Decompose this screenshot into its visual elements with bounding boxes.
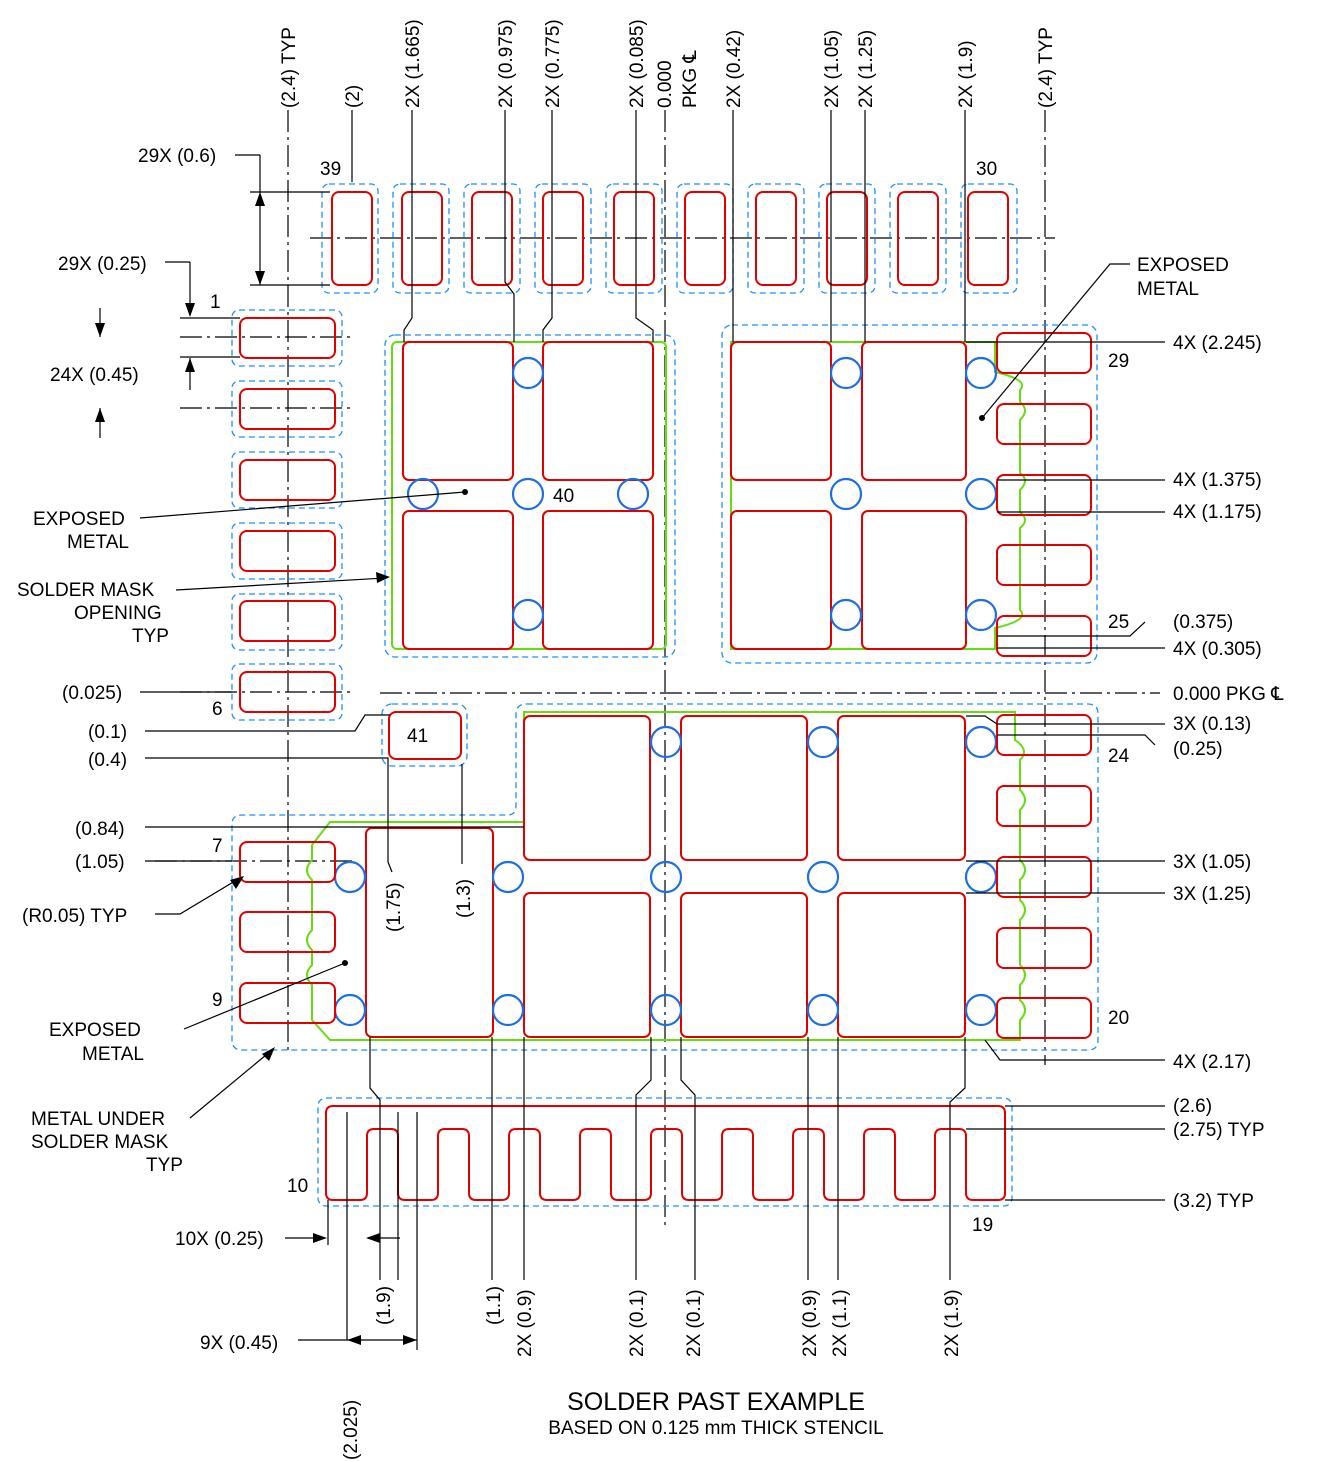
dim-left-1: 29X (0.6) xyxy=(138,146,216,167)
pin-6-label: 6 xyxy=(212,699,223,720)
dim-inner-1: (1.75) xyxy=(384,882,405,932)
dim-left-5: (0.1) xyxy=(88,722,127,743)
right-dimension-labels: 4X (2.245) 4X (1.375) 4X (1.175) (0.375)… xyxy=(1173,333,1284,1212)
dim-right-2: 4X (1.375) xyxy=(1173,470,1262,491)
dim-right-5: 4X (0.305) xyxy=(1173,639,1262,660)
note-metal-under-2: SOLDER MASK xyxy=(31,1132,169,1153)
thermal-pad-top-right xyxy=(721,324,1098,664)
dim-bottom-3: 9X (0.45) xyxy=(200,1333,278,1354)
dim-top-7: 0.000 xyxy=(655,60,676,108)
pin-7-label: 7 xyxy=(212,836,223,857)
dim-left-3: 24X (0.45) xyxy=(50,365,139,386)
note-exposed-metal-left-1: EXPOSED xyxy=(33,509,125,530)
dim-left-7: (0.84) xyxy=(75,819,125,840)
leader-lines xyxy=(95,110,1165,1350)
dim-right-11: 4X (2.17) xyxy=(1173,1052,1251,1073)
pin-24-label: 24 xyxy=(1108,746,1130,767)
drawing-title-block: SOLDER PAST EXAMPLE BASED ON 0.125 mm TH… xyxy=(548,1388,883,1439)
dim-top-2: (2) xyxy=(343,85,364,108)
dim-right-9: 3X (1.05) xyxy=(1173,852,1251,873)
dim-bottom-1: 10X (0.25) xyxy=(175,1229,264,1250)
note-metal-under-3: TYP xyxy=(146,1155,183,1176)
dim-top-10: 2X (1.25) xyxy=(856,30,877,108)
note-exposed-metal-left-2: METAL xyxy=(67,532,129,553)
note-solder-mask-1: SOLDER MASK xyxy=(17,580,155,601)
pin-30-label: 30 xyxy=(976,159,997,180)
pin-10-label: 10 xyxy=(287,1176,308,1197)
inner-dimension-labels: (1.75) (1.3) xyxy=(384,879,475,932)
pin-40-label: 40 xyxy=(553,486,574,507)
dim-bottom-4: (2.025) xyxy=(341,1400,362,1460)
dim-top-4: 2X (0.975) xyxy=(496,19,517,108)
centerlines xyxy=(155,110,1160,1230)
dim-right-4: (0.375) xyxy=(1173,612,1233,633)
pin-20-label: 20 xyxy=(1108,1008,1129,1029)
dim-top-9: 2X (1.05) xyxy=(822,30,843,108)
pin-25-label: 25 xyxy=(1108,612,1129,633)
dim-right-8: (0.25) xyxy=(1173,739,1223,760)
pad-41 xyxy=(381,703,468,767)
top-dimension-labels: (2.4) TYP (2) 2X (1.665) 2X (0.975) 2X (… xyxy=(279,19,1057,108)
bottom-comb-pad xyxy=(317,1097,1013,1207)
dim-right-12: (2.6) xyxy=(1173,1096,1212,1117)
left-dimension-labels: 29X (0.6) 29X (0.25) 24X (0.45) (0.025) … xyxy=(22,146,216,927)
dim-right-6: 0.000 PKG ℄ xyxy=(1173,684,1284,705)
right-pads-lower xyxy=(996,714,1092,1039)
dim-bottom-7: 2X (0.1) xyxy=(627,1289,648,1357)
dim-top-6: 2X (0.085) xyxy=(627,19,648,108)
left-pads-lower xyxy=(239,841,336,1024)
dim-left-6: (0.4) xyxy=(88,750,127,771)
note-solder-mask-3: TYP xyxy=(132,626,169,647)
dim-right-1: 4X (2.245) xyxy=(1173,333,1262,354)
dim-bottom-11: 2X (1.9) xyxy=(942,1289,963,1357)
dim-right-10: 3X (1.25) xyxy=(1173,884,1251,905)
dim-left-2: 29X (0.25) xyxy=(58,254,147,275)
thermal-pad-lower xyxy=(231,703,1099,1051)
note-exposed-metal-right-1: EXPOSED xyxy=(1137,255,1229,276)
dim-top-3: 2X (1.665) xyxy=(403,19,424,108)
dim-top-5: 2X (0.775) xyxy=(543,19,564,108)
dim-bottom-2: (1.9) xyxy=(374,1286,395,1325)
dim-right-13: (2.75) TYP xyxy=(1173,1120,1265,1141)
dim-left-9: (R0.05) TYP xyxy=(22,906,127,927)
dim-top-1: (2.4) TYP xyxy=(279,27,300,108)
left-pads xyxy=(231,309,343,721)
thermal-pad-40 xyxy=(384,334,676,658)
pin-39-label: 39 xyxy=(320,159,341,180)
note-exposed-metal-lower-2: METAL xyxy=(82,1044,144,1065)
dim-right-3: 4X (1.175) xyxy=(1173,502,1262,523)
dim-top-7b: PKG ℄ xyxy=(680,50,701,108)
dim-bottom-9: 2X (0.9) xyxy=(800,1289,821,1357)
note-metal-under-1: METAL UNDER xyxy=(31,1109,165,1130)
right-pads-upper xyxy=(996,332,1092,657)
top-pads xyxy=(321,183,1018,294)
dim-top-12: (2.4) TYP xyxy=(1036,27,1057,108)
notes: EXPOSED METAL SOLDER MASK OPENING TYP EX… xyxy=(17,255,1229,1176)
dim-bottom-5: (1.1) xyxy=(484,1286,505,1325)
drawing-subtitle: BASED ON 0.125 mm THICK STENCIL xyxy=(548,1418,883,1439)
dim-inner-2: (1.3) xyxy=(454,879,475,918)
pin-numbers: 1 6 7 9 10 19 20 24 25 29 30 39 40 41 xyxy=(210,159,1130,1236)
dim-right-14: (3.2) TYP xyxy=(1173,1191,1254,1212)
note-solder-mask-2: OPENING xyxy=(74,603,162,624)
dim-bottom-8: 2X (0.1) xyxy=(684,1289,705,1357)
dim-bottom-10: 2X (1.1) xyxy=(830,1289,851,1357)
bottom-dimension-labels: 10X (0.25) (1.9) 9X (0.45) (2.025) (1.1)… xyxy=(175,1229,963,1460)
pin-9-label: 9 xyxy=(212,990,223,1011)
drawing-title: SOLDER PAST EXAMPLE xyxy=(567,1388,865,1416)
dim-left-8: (1.05) xyxy=(75,852,125,873)
pin-29-label: 29 xyxy=(1108,351,1129,372)
note-exposed-metal-right-2: METAL xyxy=(1137,279,1199,300)
dim-bottom-6: 2X (0.9) xyxy=(515,1289,536,1357)
dim-left-4: (0.025) xyxy=(62,683,122,704)
dim-top-11: 2X (1.9) xyxy=(956,40,977,108)
pin-41-label: 41 xyxy=(407,726,428,747)
dim-right-7: 3X (0.13) xyxy=(1173,714,1251,735)
dim-top-8: 2X (0.42) xyxy=(724,30,745,108)
note-exposed-metal-lower-1: EXPOSED xyxy=(49,1020,141,1041)
pin-19-label: 19 xyxy=(972,1215,993,1236)
pin-1-label: 1 xyxy=(210,292,221,313)
